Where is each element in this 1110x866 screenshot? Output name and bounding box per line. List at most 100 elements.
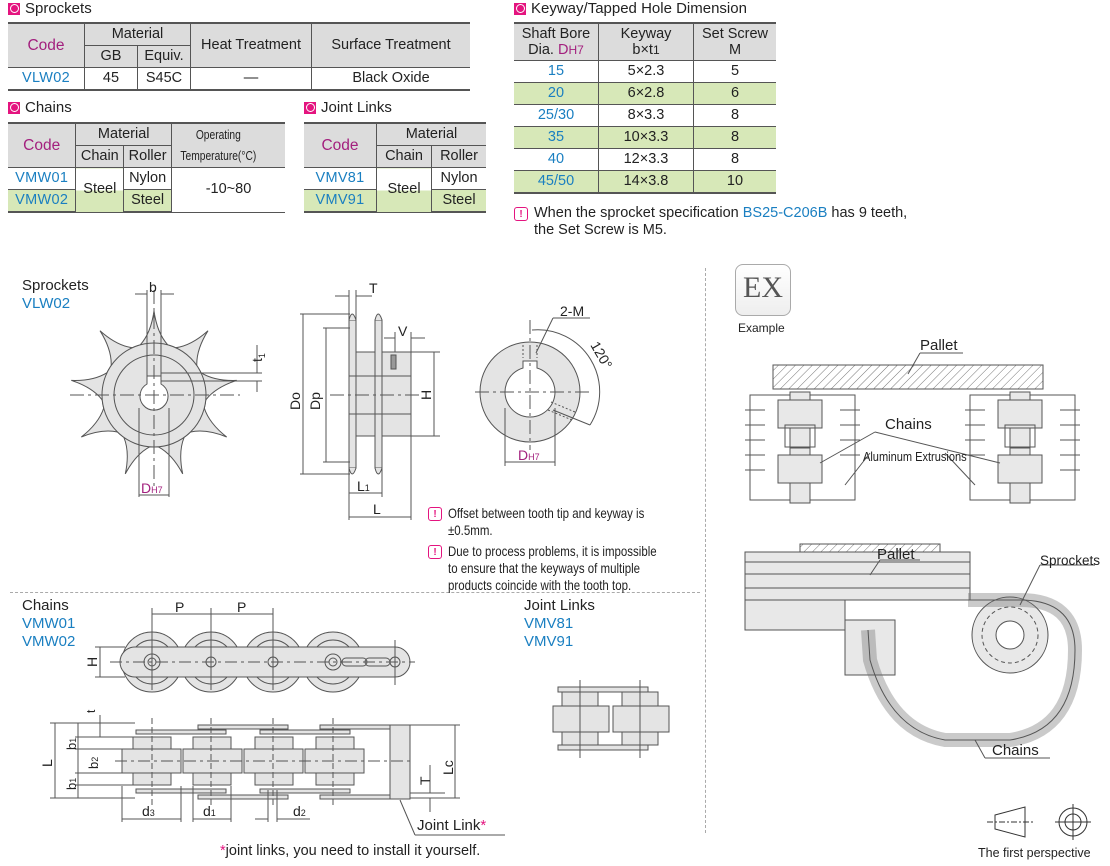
joint-link-text: Joint Link	[417, 817, 481, 834]
header-chain: Chain	[376, 145, 433, 168]
dim-P-label: P	[175, 599, 184, 615]
cell-screw: 8	[693, 126, 776, 149]
header-keyway-sub: 1	[652, 43, 660, 57]
keyway-note: ! When the sprocket specification BS25-C…	[514, 205, 984, 239]
cell-temperature: -10~80	[171, 167, 285, 213]
example-badge-text: EX	[743, 271, 783, 304]
dim-d3-label: d3	[142, 803, 155, 819]
sprockets-section-title: Sprockets	[8, 0, 92, 17]
cell-surface: Black Oxide	[311, 67, 470, 91]
dim-angle-label: 120°	[587, 339, 615, 372]
note-text-post: has 9 teeth,	[827, 205, 908, 221]
cell-screw: 10	[693, 170, 776, 194]
warning-icon: !	[428, 545, 442, 559]
warning-icon: !	[428, 507, 442, 521]
dim-d-main: D	[141, 480, 151, 496]
header-bore-sub: H7	[568, 43, 584, 57]
joint-drawing-code: VMV81	[524, 615, 574, 632]
dim-T-label: T	[369, 280, 378, 296]
dim-L-label: L	[39, 759, 55, 767]
table-row: VMW01 Steel Nylon -10~80	[8, 167, 285, 213]
footnote-asterisk: *	[220, 843, 226, 859]
header-material: Material	[75, 122, 172, 146]
pallet-section	[772, 364, 1044, 390]
chains-section-title: Chains	[8, 99, 72, 116]
dim-d-label: DH7	[141, 480, 163, 496]
table-row: VLW02 45 S45C — Black Oxide	[8, 67, 470, 91]
joint-links-table: Code Material Chain Roller VMV81 Steel N…	[304, 122, 486, 213]
side-pallet-label: Pallet	[877, 546, 915, 563]
cell-screw: 8	[693, 104, 776, 127]
dim-d3-sub: 3	[150, 808, 155, 818]
cell-screw: 6	[693, 82, 776, 105]
first-angle-projection-icon	[987, 804, 1091, 840]
dim-b1-main: b	[64, 783, 79, 790]
dim-d1-sub: 1	[211, 808, 216, 818]
keyway-table: Shaft Bore Dia. DH7 Keyway b×t1 Set Scre…	[514, 22, 776, 194]
hub-d-label: DH7	[518, 447, 540, 463]
chain-top-view	[121, 724, 411, 800]
cell-keyway: 10×3.3	[598, 126, 694, 149]
aluminum-label: Aluminum Extrusions	[863, 449, 967, 464]
side-chains-label: Chains	[992, 742, 1039, 759]
joint-drawing-code: VMV91	[524, 633, 574, 650]
dim-b1-sub: 1	[68, 738, 78, 743]
cell-keyway: 14×3.8	[598, 170, 694, 194]
header-screw-line2: M	[728, 42, 742, 58]
chain-drawings-svg: P P H	[39, 599, 505, 859]
header-bore-line2: Dia.	[528, 42, 558, 58]
aluminum-extrusion-right	[965, 391, 1080, 504]
cell-roller: Nylon	[123, 167, 172, 190]
header-bore-d: D	[558, 42, 569, 58]
dim-Do-label: Do	[287, 392, 303, 410]
chains-table: Code Material Operating Temperature(°C) …	[8, 122, 285, 213]
side-sprockets-label: Sprockets	[1040, 553, 1100, 568]
hub-d-sub: H7	[528, 452, 540, 462]
dim-t1-label: t1	[249, 353, 267, 362]
chain-top-dims	[50, 715, 505, 836]
sprocket-drawing-title-text: Sprockets	[22, 277, 89, 294]
header-keyway: Keyway b×t1	[598, 22, 694, 61]
cell-chain-material: Steel	[375, 167, 433, 213]
dim-2M-label: 2-M	[560, 303, 584, 319]
header-shaft-bore: Shaft Bore Dia. DH7	[514, 22, 599, 61]
dim-d2-sub: 2	[301, 808, 306, 818]
dim-b2-sub: 2	[90, 757, 100, 762]
joint-links-section-title: Joint Links	[304, 99, 392, 116]
header-equiv: Equiv.	[137, 45, 191, 68]
sprocket-note: ! Due to process problems, it is impossi…	[428, 543, 708, 594]
header-material: Material	[376, 122, 486, 146]
header-temp-text: Operating Temperature(°C)	[180, 127, 257, 163]
hub-d-main: D	[518, 447, 528, 463]
conveyor-side-view	[744, 543, 971, 676]
section-bullet-icon	[514, 2, 526, 15]
side-chain-centerline	[867, 599, 1076, 741]
dim-P-label: P	[237, 599, 246, 615]
dim-T-label: T	[417, 776, 433, 785]
chain-side-dims	[95, 608, 415, 690]
chain-drawing-code: VMW01	[22, 615, 76, 632]
dim-d3-main: d	[142, 803, 150, 819]
header-operating-temperature: Operating Temperature(°C)	[171, 122, 285, 168]
dim-d2-label: d2	[293, 803, 306, 819]
sprocket-side-view	[348, 313, 412, 475]
dim-b1-label-2: b1	[64, 778, 79, 790]
cell-bore: 15	[514, 60, 599, 83]
cell-code: VMW02	[8, 189, 77, 213]
cell-roller: Steel	[123, 189, 172, 213]
note-text-pre: When the sprocket specification	[534, 205, 743, 221]
example-drawings-svg: Pallet Chains Aluminum Extrusions Pallet…	[744, 337, 1100, 759]
sprocket-note-text: Due to process problems, it is impossibl…	[448, 543, 657, 593]
joint-link-label: Joint Link*	[417, 817, 486, 834]
cell-chain-material: Steel	[75, 167, 125, 213]
section-bullet-icon	[304, 101, 316, 114]
sprocket-hub-view	[475, 317, 601, 466]
cell-keyway: 6×2.8	[598, 82, 694, 105]
dim-b1-main: b	[64, 743, 79, 750]
cell-keyway: 12×3.3	[598, 148, 694, 171]
perspective-label: The first perspective	[978, 846, 1091, 860]
